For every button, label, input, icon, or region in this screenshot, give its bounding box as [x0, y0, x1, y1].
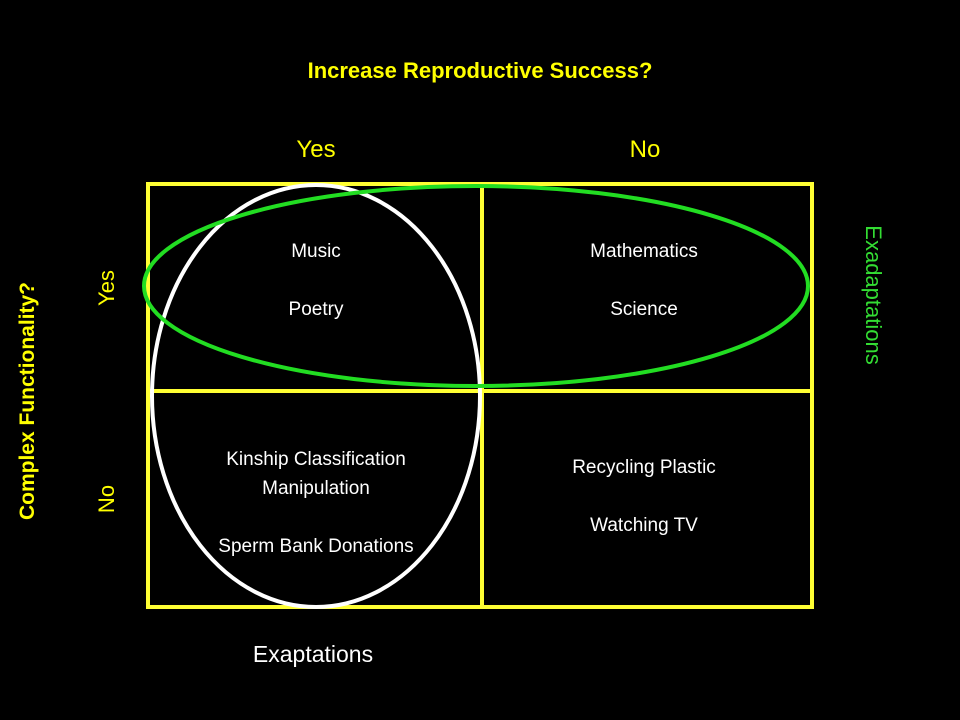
row-label-yes: Yes	[94, 270, 119, 306]
cell-top-right-item: Science	[610, 299, 678, 320]
cell-bottom-left-item: Kinship Classification	[226, 449, 406, 470]
cell-bottom-right-item: Recycling Plastic	[572, 457, 716, 478]
cell-bottom-left-item: Sperm Bank Donations	[218, 536, 414, 557]
cell-top-right-item: Mathematics	[590, 241, 698, 262]
cell-bottom-left-item: Manipulation	[262, 478, 370, 499]
exadaptation-ellipse	[142, 184, 810, 388]
cell-bottom-right-item: Watching TV	[590, 515, 698, 536]
exaptation-ellipse	[150, 183, 482, 609]
axis-label-exadaptations: Exadaptations	[861, 225, 886, 365]
cell-top-left-item: Poetry	[288, 299, 344, 320]
column-label-yes: Yes	[296, 136, 336, 163]
row-label-no: No	[94, 484, 119, 514]
cell-top-left-item: Music	[291, 241, 341, 262]
column-label-no: No	[629, 136, 661, 163]
diagram-title: Increase Reproductive Success?	[307, 58, 653, 83]
axis-label-exaptations: Exaptations	[252, 641, 374, 667]
axis-label-complex-functionality: Complex Functionality?	[16, 282, 39, 521]
